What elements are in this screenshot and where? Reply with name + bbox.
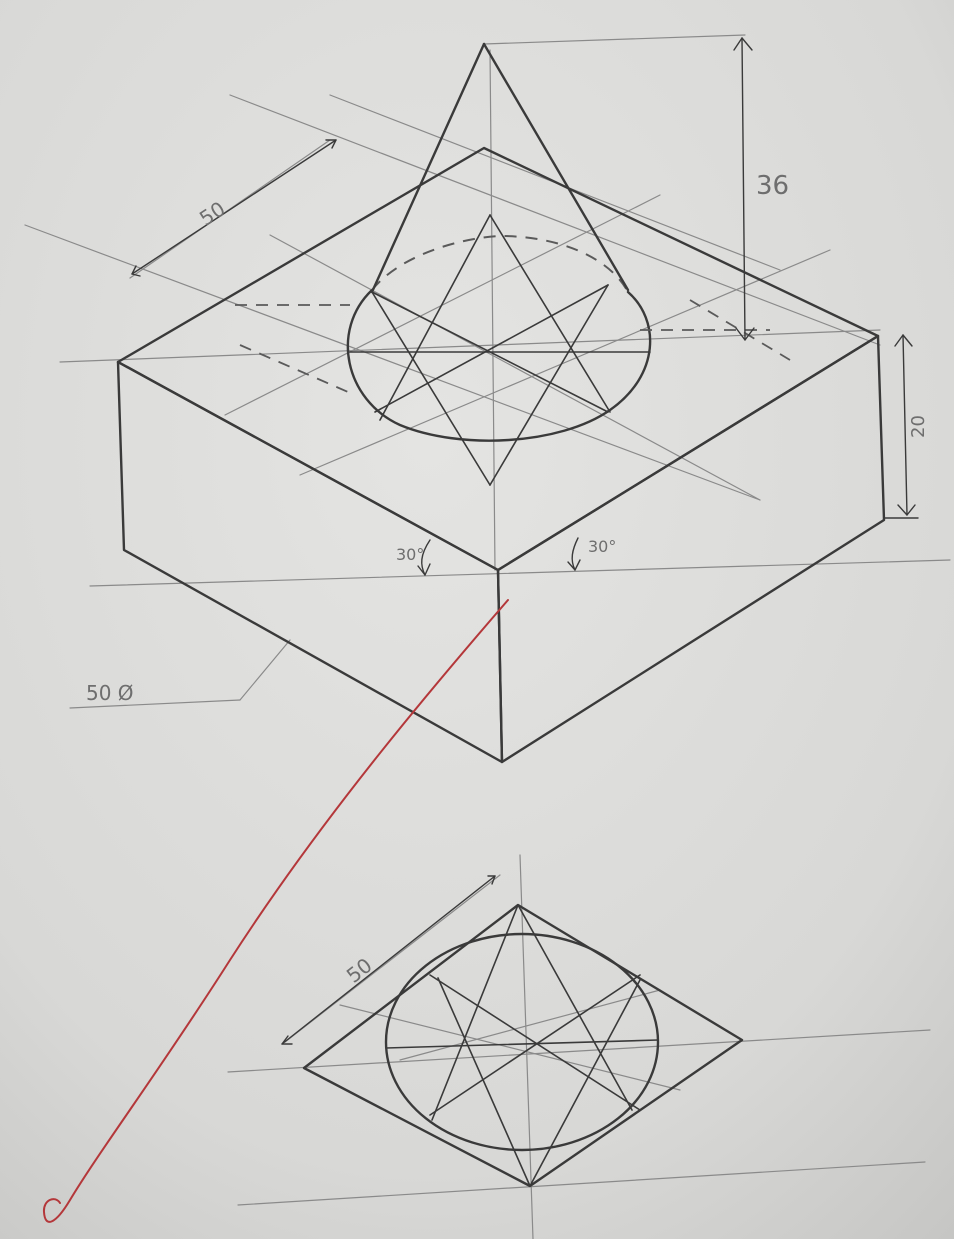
plan-circle — [384, 932, 660, 1152]
cone-left-generator — [370, 42, 486, 294]
isometric-cone — [235, 42, 791, 486]
circle-diameter-note: 50 Ø — [86, 681, 134, 705]
cone-base-back — [371, 234, 629, 293]
cone-base-front — [346, 288, 652, 442]
plan-rhombus — [302, 903, 744, 1188]
angle-left-label: 30° — [396, 545, 424, 564]
isometric-block — [116, 146, 886, 764]
cone-height-label: 36 — [756, 171, 789, 201]
angle-right-label: 30° — [588, 537, 616, 556]
dimension-lines — [131, 37, 919, 1045]
cone-right-generator — [482, 42, 630, 292]
red-pen-stroke — [42, 599, 509, 1223]
block-right-face — [496, 334, 886, 764]
plan-view — [302, 903, 744, 1188]
block-height-label: 20 — [908, 415, 929, 438]
